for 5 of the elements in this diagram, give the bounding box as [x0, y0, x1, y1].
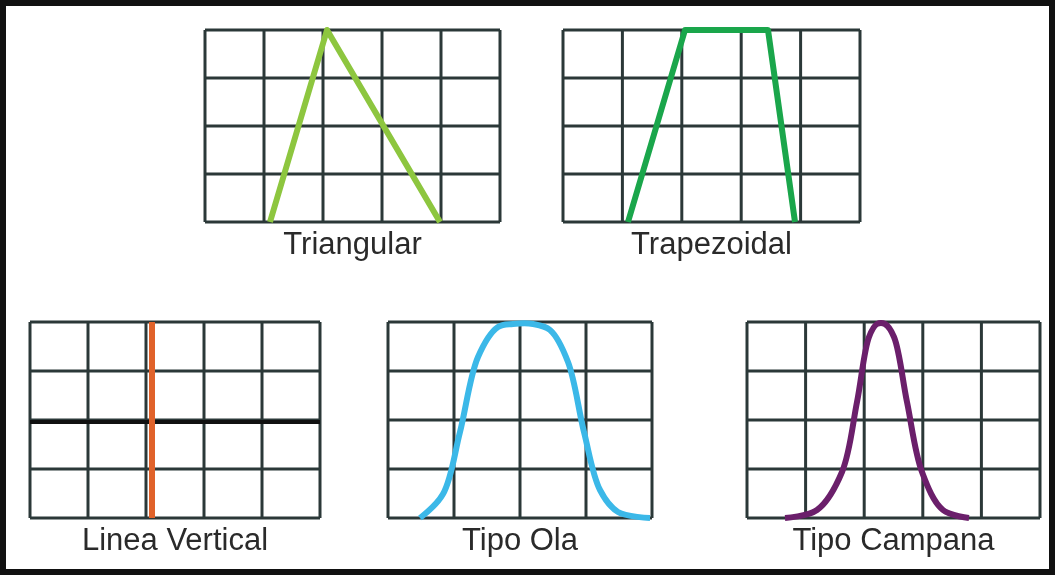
graph-caption: Tipo Campana: [792, 522, 995, 558]
graph-caption: Linea Vertical: [81, 522, 269, 558]
graph-caption: Trapezoidal: [631, 226, 792, 262]
graph-caption: Tipo Ola: [462, 522, 578, 558]
graph-caption: Triangular: [283, 226, 422, 262]
